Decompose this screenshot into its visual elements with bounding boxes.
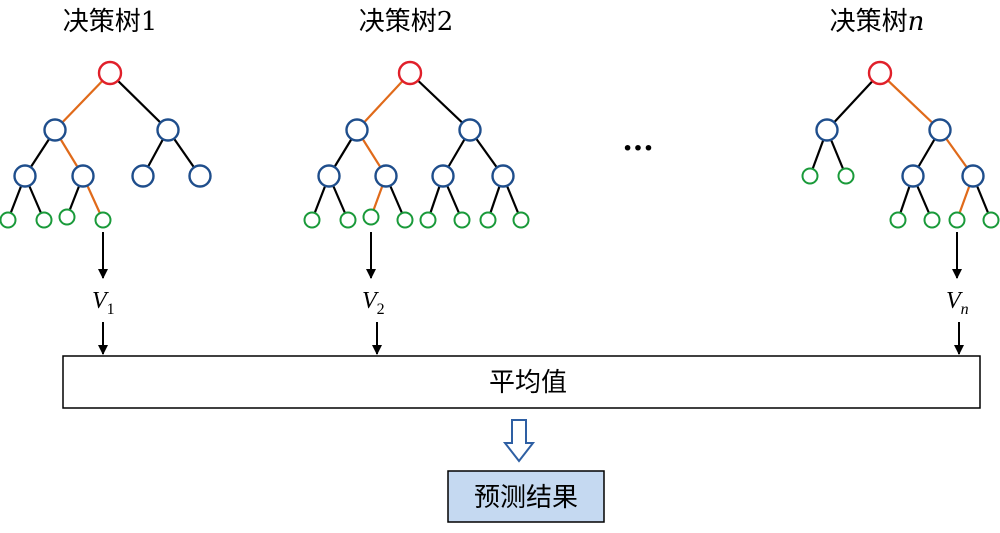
leaf-node xyxy=(58,208,76,226)
leaf-node xyxy=(948,211,966,229)
tree-1-value-label: V1 xyxy=(92,288,115,318)
tree-edge xyxy=(109,72,169,131)
tree-1-title: 决策树1 xyxy=(63,7,158,37)
leaf-node xyxy=(396,211,414,229)
leaf-node xyxy=(453,211,471,229)
internal-node xyxy=(317,164,341,188)
decision-path-edge xyxy=(879,72,941,131)
internal-node xyxy=(188,164,212,188)
internal-node xyxy=(71,164,95,188)
internal-node xyxy=(961,164,985,188)
leaf-node xyxy=(982,211,1000,229)
leaf-node xyxy=(94,211,112,229)
root-node xyxy=(97,60,123,86)
internal-node xyxy=(43,118,67,142)
leaf-node xyxy=(837,167,855,185)
tree-n-value-label: Vn xyxy=(946,288,969,318)
leaf-node xyxy=(512,211,530,229)
tree-edge xyxy=(409,72,471,131)
result-box xyxy=(447,470,605,523)
leaf-node xyxy=(0,211,17,229)
internal-node xyxy=(928,118,952,142)
leaf-node xyxy=(419,211,437,229)
internal-node xyxy=(458,118,482,142)
leaf-node xyxy=(801,167,819,185)
decision-tree-n xyxy=(801,60,1000,229)
tree-edge xyxy=(826,72,881,131)
average-box xyxy=(62,355,981,409)
average-box-label: 平均值 xyxy=(489,368,567,398)
leaf-node xyxy=(479,211,497,229)
tree-2-title: 决策树2 xyxy=(359,7,454,37)
internal-node xyxy=(901,164,925,188)
internal-node xyxy=(491,164,515,188)
tree-n-title: 决策树n xyxy=(830,7,925,37)
down-arrow-icon xyxy=(502,419,536,463)
decision-path-edge xyxy=(356,72,411,131)
decision-tree-2 xyxy=(303,60,530,229)
internal-node xyxy=(815,118,839,142)
leaf-node xyxy=(923,211,941,229)
internal-node xyxy=(345,118,369,142)
root-node xyxy=(397,60,423,86)
leaf-node xyxy=(889,211,907,229)
leaf-node xyxy=(339,211,357,229)
leaf-node xyxy=(35,211,53,229)
ellipsis: ··· xyxy=(622,131,653,166)
internal-node xyxy=(156,118,180,142)
internal-node xyxy=(13,164,37,188)
internal-node xyxy=(374,164,398,188)
internal-node xyxy=(131,164,155,188)
internal-node xyxy=(431,164,455,188)
leaf-node xyxy=(303,211,321,229)
decision-tree-1 xyxy=(0,60,212,229)
leaf-node xyxy=(362,208,380,226)
result-box-label: 预测结果 xyxy=(474,483,578,513)
root-node xyxy=(867,60,893,86)
decision-path-edge xyxy=(54,72,111,131)
tree-2-value-label: V2 xyxy=(362,288,385,318)
